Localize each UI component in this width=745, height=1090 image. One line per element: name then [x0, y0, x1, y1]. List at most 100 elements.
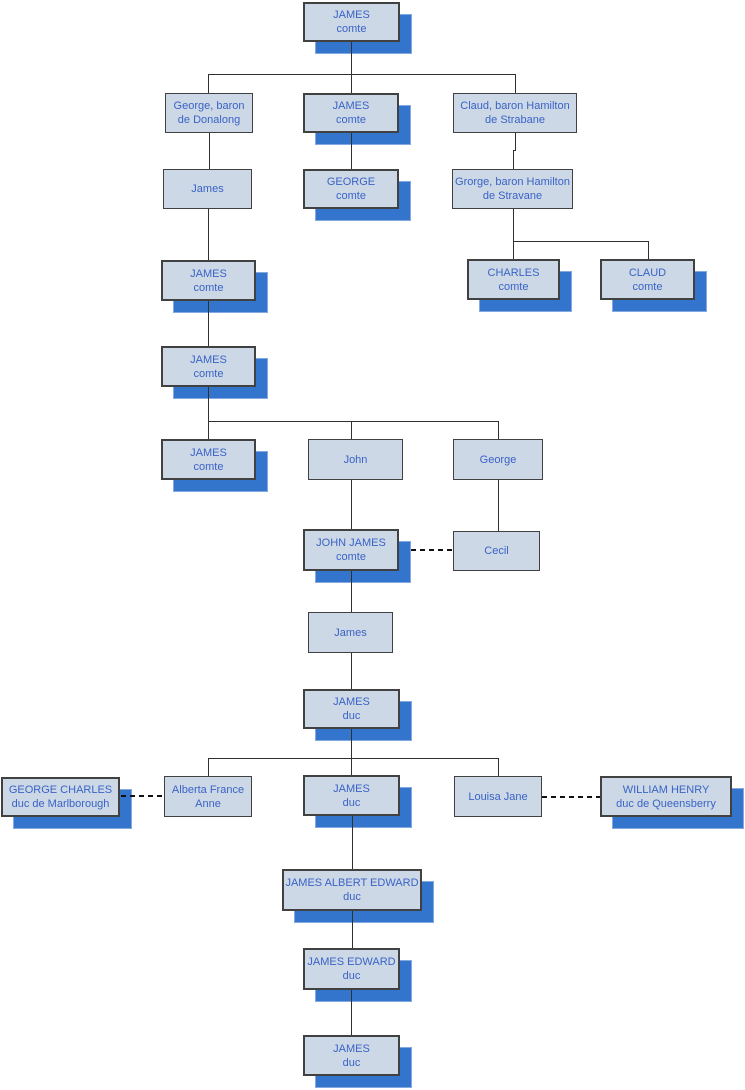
descent-connector-line	[351, 480, 352, 529]
node-label-line1: George	[479, 453, 517, 466]
node-label-line2: comte	[336, 190, 366, 202]
node-label-line1: Claud, baron Hamilton	[460, 100, 570, 112]
node-james-comte-2[interactable]: JAMES comte	[303, 93, 399, 133]
node-label-line2: comte	[498, 280, 529, 293]
node-label-line2: duc	[342, 796, 361, 809]
node-james-edward-duc[interactable]: JAMES EDWARD duc	[303, 948, 400, 990]
node-louisa-jane[interactable]: Louisa Jane	[454, 776, 542, 817]
node-label-line1: JAMES	[190, 267, 227, 280]
node-label-line1: JAMES EDWARD	[307, 956, 396, 968]
node-label-line2: comte	[193, 460, 224, 473]
marriage-connector-dashed	[121, 795, 164, 797]
descent-connector-line	[498, 421, 499, 439]
descent-connector-line	[498, 758, 499, 777]
descent-connector-line	[515, 74, 516, 93]
marriage-connector-dashed	[411, 549, 453, 551]
node-grorge-baron-stravane[interactable]: Grorge, baron Hamilton de Stravane	[452, 169, 573, 209]
node-label-line1: GEORGE	[326, 176, 376, 188]
node-label-line1: JAMES	[332, 100, 370, 112]
node-label-line1: Grorge, baron Hamilton	[455, 176, 570, 188]
descent-connector-line	[351, 133, 352, 169]
node-james-albert-edward-duc[interactable]: JAMES ALBERT EDWARD duc	[282, 869, 422, 911]
descent-connector-line	[351, 571, 352, 612]
node-label-line2: duc	[342, 1056, 361, 1069]
node-label-line1: GEORGE CHARLES	[8, 784, 113, 796]
node-label-line2: Anne	[195, 797, 221, 810]
descent-connector-line	[513, 150, 514, 169]
node-john-james-comte[interactable]: JOHN JAMES comte	[303, 529, 399, 571]
descent-connector-line	[208, 74, 516, 75]
node-label-line2: duc de Queensberry	[616, 797, 716, 810]
descent-connector-line	[515, 133, 516, 151]
node-label-line2: de Stravane	[482, 190, 543, 202]
node-label-line1: JOHN JAMES	[316, 537, 386, 549]
node-label-line2: duc	[342, 710, 361, 722]
descent-connector-line	[648, 241, 649, 259]
descent-connector-line	[208, 758, 209, 777]
node-label-line1: JAMES	[333, 696, 370, 708]
descent-connector-line	[208, 386, 209, 421]
node-label-line2: comte	[193, 367, 224, 380]
node-label-line1: James	[191, 183, 224, 195]
descent-connector-line	[513, 241, 514, 259]
descent-connector-line	[208, 74, 209, 93]
node-james-3[interactable]: James	[163, 169, 252, 209]
node-label-line2: comte	[336, 551, 366, 563]
node-label-line1: JAMES ALBERT EDWARD	[285, 877, 419, 889]
node-label-line1: John	[343, 453, 368, 466]
node-label-line1: JAMES	[333, 782, 370, 795]
descent-connector-line	[513, 150, 516, 151]
descent-connector-line	[352, 816, 353, 869]
descent-connector-line	[498, 480, 499, 531]
descent-connector-line	[351, 42, 352, 74]
node-george-charles-marlborough[interactable]: GEORGE CHARLES duc de Marlborough	[1, 777, 120, 817]
descent-connector-line	[208, 209, 209, 260]
node-label-line1: JAMES	[333, 1042, 370, 1055]
node-james-duc-1[interactable]: JAMES duc	[303, 689, 400, 729]
descent-connector-line	[208, 300, 209, 346]
node-label-line1: Louisa Jane	[468, 790, 528, 803]
node-label-line1: Alberta France	[171, 783, 245, 796]
node-label-line2: comte	[336, 114, 366, 126]
descent-connector-line	[351, 729, 352, 758]
node-james-7[interactable]: James	[308, 612, 393, 653]
node-label-line2: duc de Marlborough	[11, 798, 110, 810]
node-george[interactable]: George	[453, 439, 543, 480]
descent-connector-line	[352, 911, 353, 948]
descent-connector-line	[351, 421, 352, 439]
node-label-line2: duc	[342, 970, 361, 982]
node-john[interactable]: John	[308, 439, 403, 480]
node-label-line1: JAMES	[190, 353, 227, 366]
node-label-line2: comte	[193, 281, 224, 294]
descent-connector-line	[208, 421, 499, 422]
node-label-line2: de Donalong	[177, 114, 241, 126]
descent-connector-line	[351, 758, 352, 776]
node-label-line1: CLAUD	[628, 266, 667, 279]
descent-connector-line	[351, 74, 352, 93]
descent-connector-line	[208, 421, 209, 439]
node-label-line2: comte	[336, 23, 367, 35]
descent-connector-line	[513, 241, 649, 242]
descent-connector-line	[351, 990, 352, 1035]
descent-connector-line	[208, 758, 499, 759]
node-cecil[interactable]: Cecil	[453, 531, 540, 571]
node-label-line1: CHARLES	[487, 266, 540, 279]
node-george-comte[interactable]: GEORGE comte	[303, 169, 399, 209]
node-label-line2: comte	[632, 280, 663, 293]
descent-connector-line	[351, 653, 352, 689]
marriage-connector-dashed	[542, 796, 600, 798]
node-label-line2: duc	[343, 891, 361, 903]
